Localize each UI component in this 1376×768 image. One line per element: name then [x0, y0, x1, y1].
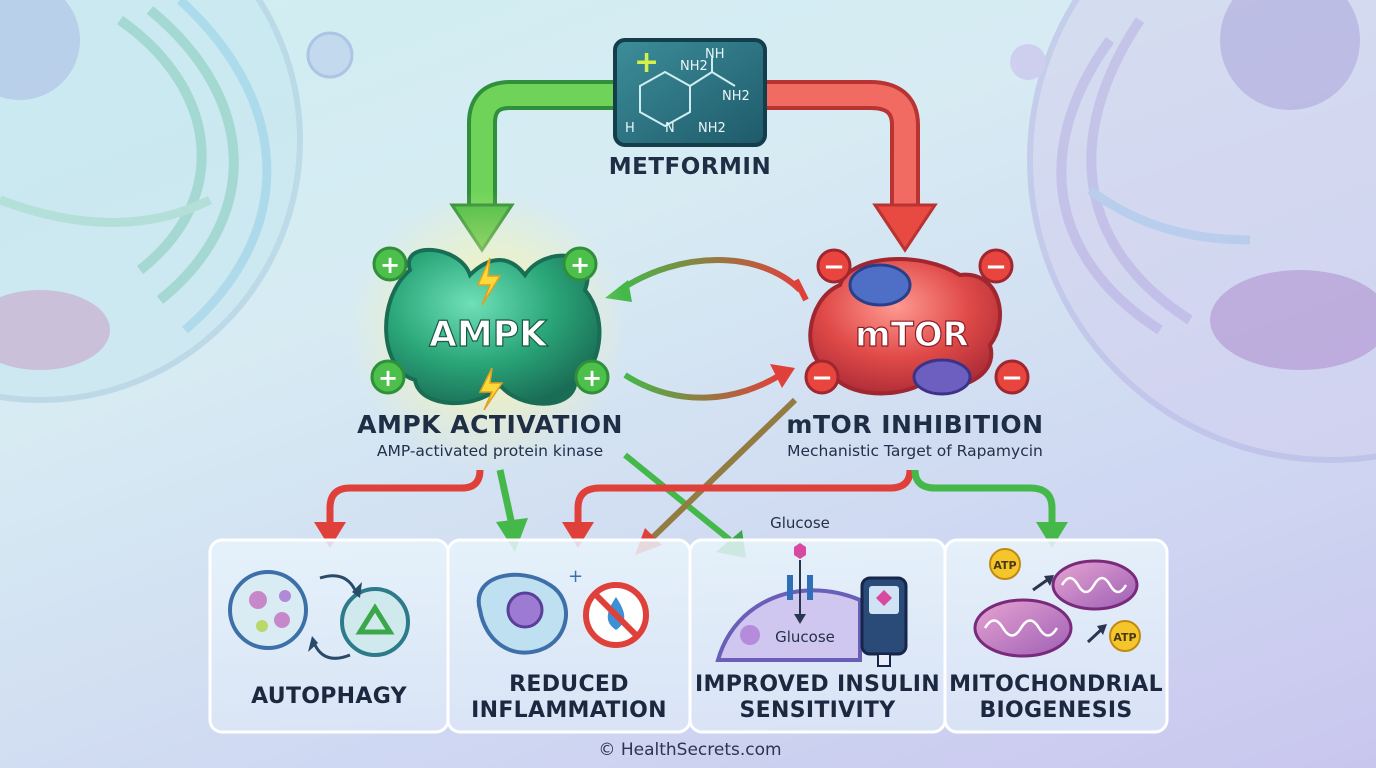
plus-icon: +	[570, 251, 590, 279]
plus-icon: +	[380, 251, 400, 279]
panel-title-mito-1: MITOCHONDRIAL	[949, 672, 1163, 697]
panel-mitochondria: ATP ATP	[943, 538, 1169, 734]
ampk-plus-badges: + + + +	[370, 246, 610, 395]
panel-title-autophagy: AUTOPHAGY	[251, 684, 407, 709]
plus-icon: +	[582, 364, 602, 392]
minus-icon: −	[1001, 363, 1023, 393]
plus-icon: +	[378, 364, 398, 392]
formula-nh2-right: NH2	[722, 89, 750, 104]
panel-title-insulin-1: IMPROVED INSULIN	[695, 672, 940, 697]
formula-nh: NH	[705, 47, 725, 62]
atp-badge-label: ATP	[1113, 631, 1136, 644]
arrow-metformin-to-mtor	[750, 80, 938, 253]
mtor-node: mTOR	[808, 257, 1002, 396]
arrow-ampk-inhibits-mtor	[605, 257, 809, 302]
mtor-title: mTOR INHIBITION	[786, 410, 1044, 439]
panel-autophagy	[208, 538, 450, 734]
ampk-node: AMPK	[348, 190, 628, 470]
ampk-node-label: AMPK	[429, 314, 548, 355]
plus-icon: +	[634, 45, 659, 80]
atp-badge-label: ATP	[993, 559, 1016, 572]
ampk-subtitle: AMP-activated protein kinase	[376, 442, 604, 460]
panel-title-insulin-2: SENSITIVITY	[739, 698, 896, 723]
minus-icon: −	[985, 252, 1007, 282]
arrow-ampk-to-inflammation	[496, 469, 528, 552]
formula-n: N	[665, 121, 675, 136]
formula-h: H	[625, 121, 635, 136]
metformin-molecule-box	[613, 38, 767, 147]
minus-icon: −	[823, 252, 845, 282]
ampk-title: AMPK ACTIVATION	[357, 410, 623, 439]
mtor-minus-badges: − − − −	[804, 248, 1030, 395]
formula-nh2-top: NH2	[680, 59, 708, 74]
panel-title-inflammation-2: INFLAMMATION	[471, 698, 667, 723]
panel-inflammation: +	[446, 538, 692, 734]
metformin-label: METFORMIN	[608, 154, 772, 180]
background-cell-right	[1010, 0, 1376, 463]
svg-text:+: +	[634, 45, 659, 80]
plus-icon: +	[568, 566, 583, 587]
minus-icon: −	[811, 363, 833, 393]
panel-title-mito-2: BIOGENESIS	[979, 698, 1133, 723]
arrow-ampk-to-autophagy	[314, 469, 484, 548]
arrow-ampk-to-mtor-lower	[623, 364, 795, 401]
mtor-subtitle: Mechanistic Target of Rapamycin	[787, 442, 1043, 460]
footer-credit[interactable]: © HealthSecrets.com	[598, 740, 782, 760]
glucose-label-bottom: Glucose	[775, 628, 835, 646]
arrow-mtor-branch	[562, 469, 1068, 548]
glucose-label-top: Glucose	[770, 514, 830, 532]
panel-title-inflammation-1: REDUCED	[509, 672, 629, 697]
mtor-node-label: mTOR	[855, 315, 969, 355]
formula-nh2-bottom: NH2	[698, 121, 726, 136]
background-cell-left	[0, 0, 354, 403]
